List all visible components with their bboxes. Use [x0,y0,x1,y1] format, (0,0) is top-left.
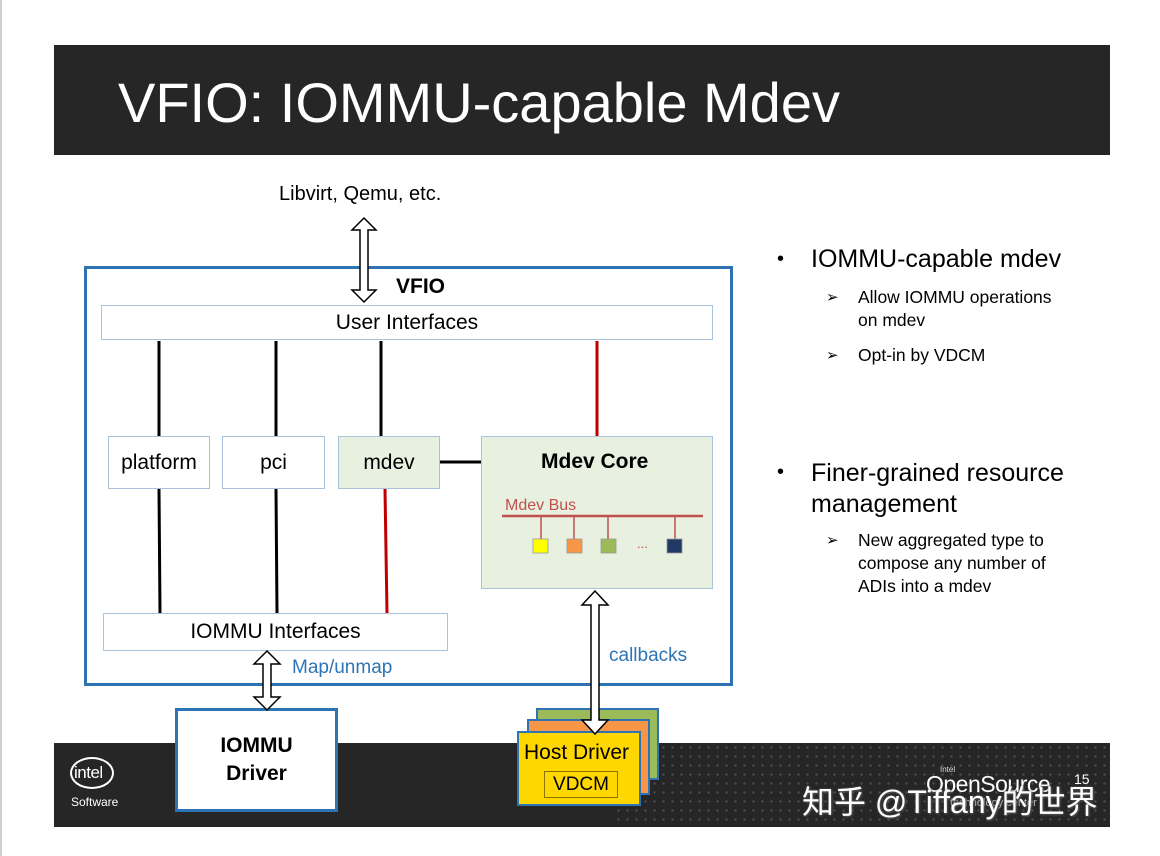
user-interfaces-label: User Interfaces [335,310,479,334]
iommu-interfaces-label: IOMMU Interfaces [190,620,361,643]
bullet-1-sub-2-line-1: Opt-in by VDCM [858,345,986,365]
sub-arrow-icon: ➢ [826,347,839,364]
connector-pci-iommu [274,488,279,614]
pci-label: pci [260,450,287,474]
callbacks-label: callbacks [609,645,688,666]
device-square-green [600,538,617,554]
intel-wordmark: intel [74,763,103,782]
pci-box: pci [222,436,325,489]
host-driver-label: Host Driver [524,741,630,764]
vdcm-box: VDCM [544,771,618,798]
opensource-intel-label: Intel [940,765,956,774]
opensource-logo: OpenSource [926,771,1051,797]
connector-platform-iommu [157,488,162,614]
device-square-orange [566,538,583,554]
bullet-dot-1: • [777,248,785,270]
bullet-2-line-1: Finer-grained resource [811,459,1064,487]
opensource-sub: technology center [950,797,1037,809]
mdev-bus-label: Mdev Bus [505,497,577,514]
user-interfaces-box: User Interfaces [101,305,713,340]
vdcm-label: VDCM [553,773,609,795]
sub-arrow-icon: ➢ [826,532,839,549]
mdev-core-title: Mdev Core [541,450,649,473]
mdev-label: mdev [363,450,415,474]
footer-pattern [614,743,1110,827]
intel-logo-icon [70,757,114,789]
bullet-dot-2: • [777,461,785,483]
device-square-navy [666,538,683,554]
mdev-box: mdev [338,436,440,489]
arrow-core-hostdriver [580,589,610,736]
bullet-2-sub-1-line-2: compose any number of [858,553,1046,573]
connector-mdev-iommu-red [383,488,389,614]
software-label: Software [71,795,119,809]
device-square-yellow [532,538,549,554]
bullet-2-sub-1-line-3: ADIs into a mdev [858,576,992,596]
platform-label: platform [121,450,197,474]
slide-title: VFIO: IOMMU-capable Mdev [118,71,840,134]
arrow-client-vfio [350,216,378,304]
client-label: Libvirt, Qemu, etc. [279,183,442,205]
bus-ellipsis: ... [637,536,648,551]
arrow-iommu-driver [252,649,282,712]
map-unmap-label: Map/unmap [292,657,393,678]
watermark-text: 知乎 @Tiffany的世界 [802,784,1098,820]
bullet-1-sub-1-line-2: on mdev [858,310,926,330]
platform-box: platform [108,436,210,489]
vfio-label: VFIO [396,275,446,298]
title-bar: VFIO: IOMMU-capable Mdev [54,45,1110,155]
slide-edge [0,0,2,856]
iommu-driver-box: IOMMU Driver [175,708,338,812]
bullet-1-text: IOMMU-capable mdev [811,245,1062,273]
host-driver-card [517,731,641,806]
iommu-driver-line1: IOMMU [220,734,293,757]
iommu-interfaces-box: IOMMU Interfaces [103,613,448,651]
bullet-2-line-2: management [811,490,957,518]
iommu-driver-line2: Driver [226,762,287,785]
sub-arrow-icon: ➢ [826,289,839,306]
bullet-1-sub-1-line-1: Allow IOMMU operations [858,287,1052,307]
mdev-core-box [481,436,713,589]
bullet-2-sub-1-line-1: New aggregated type to [858,530,1044,550]
page-number: 15 [1074,771,1090,787]
